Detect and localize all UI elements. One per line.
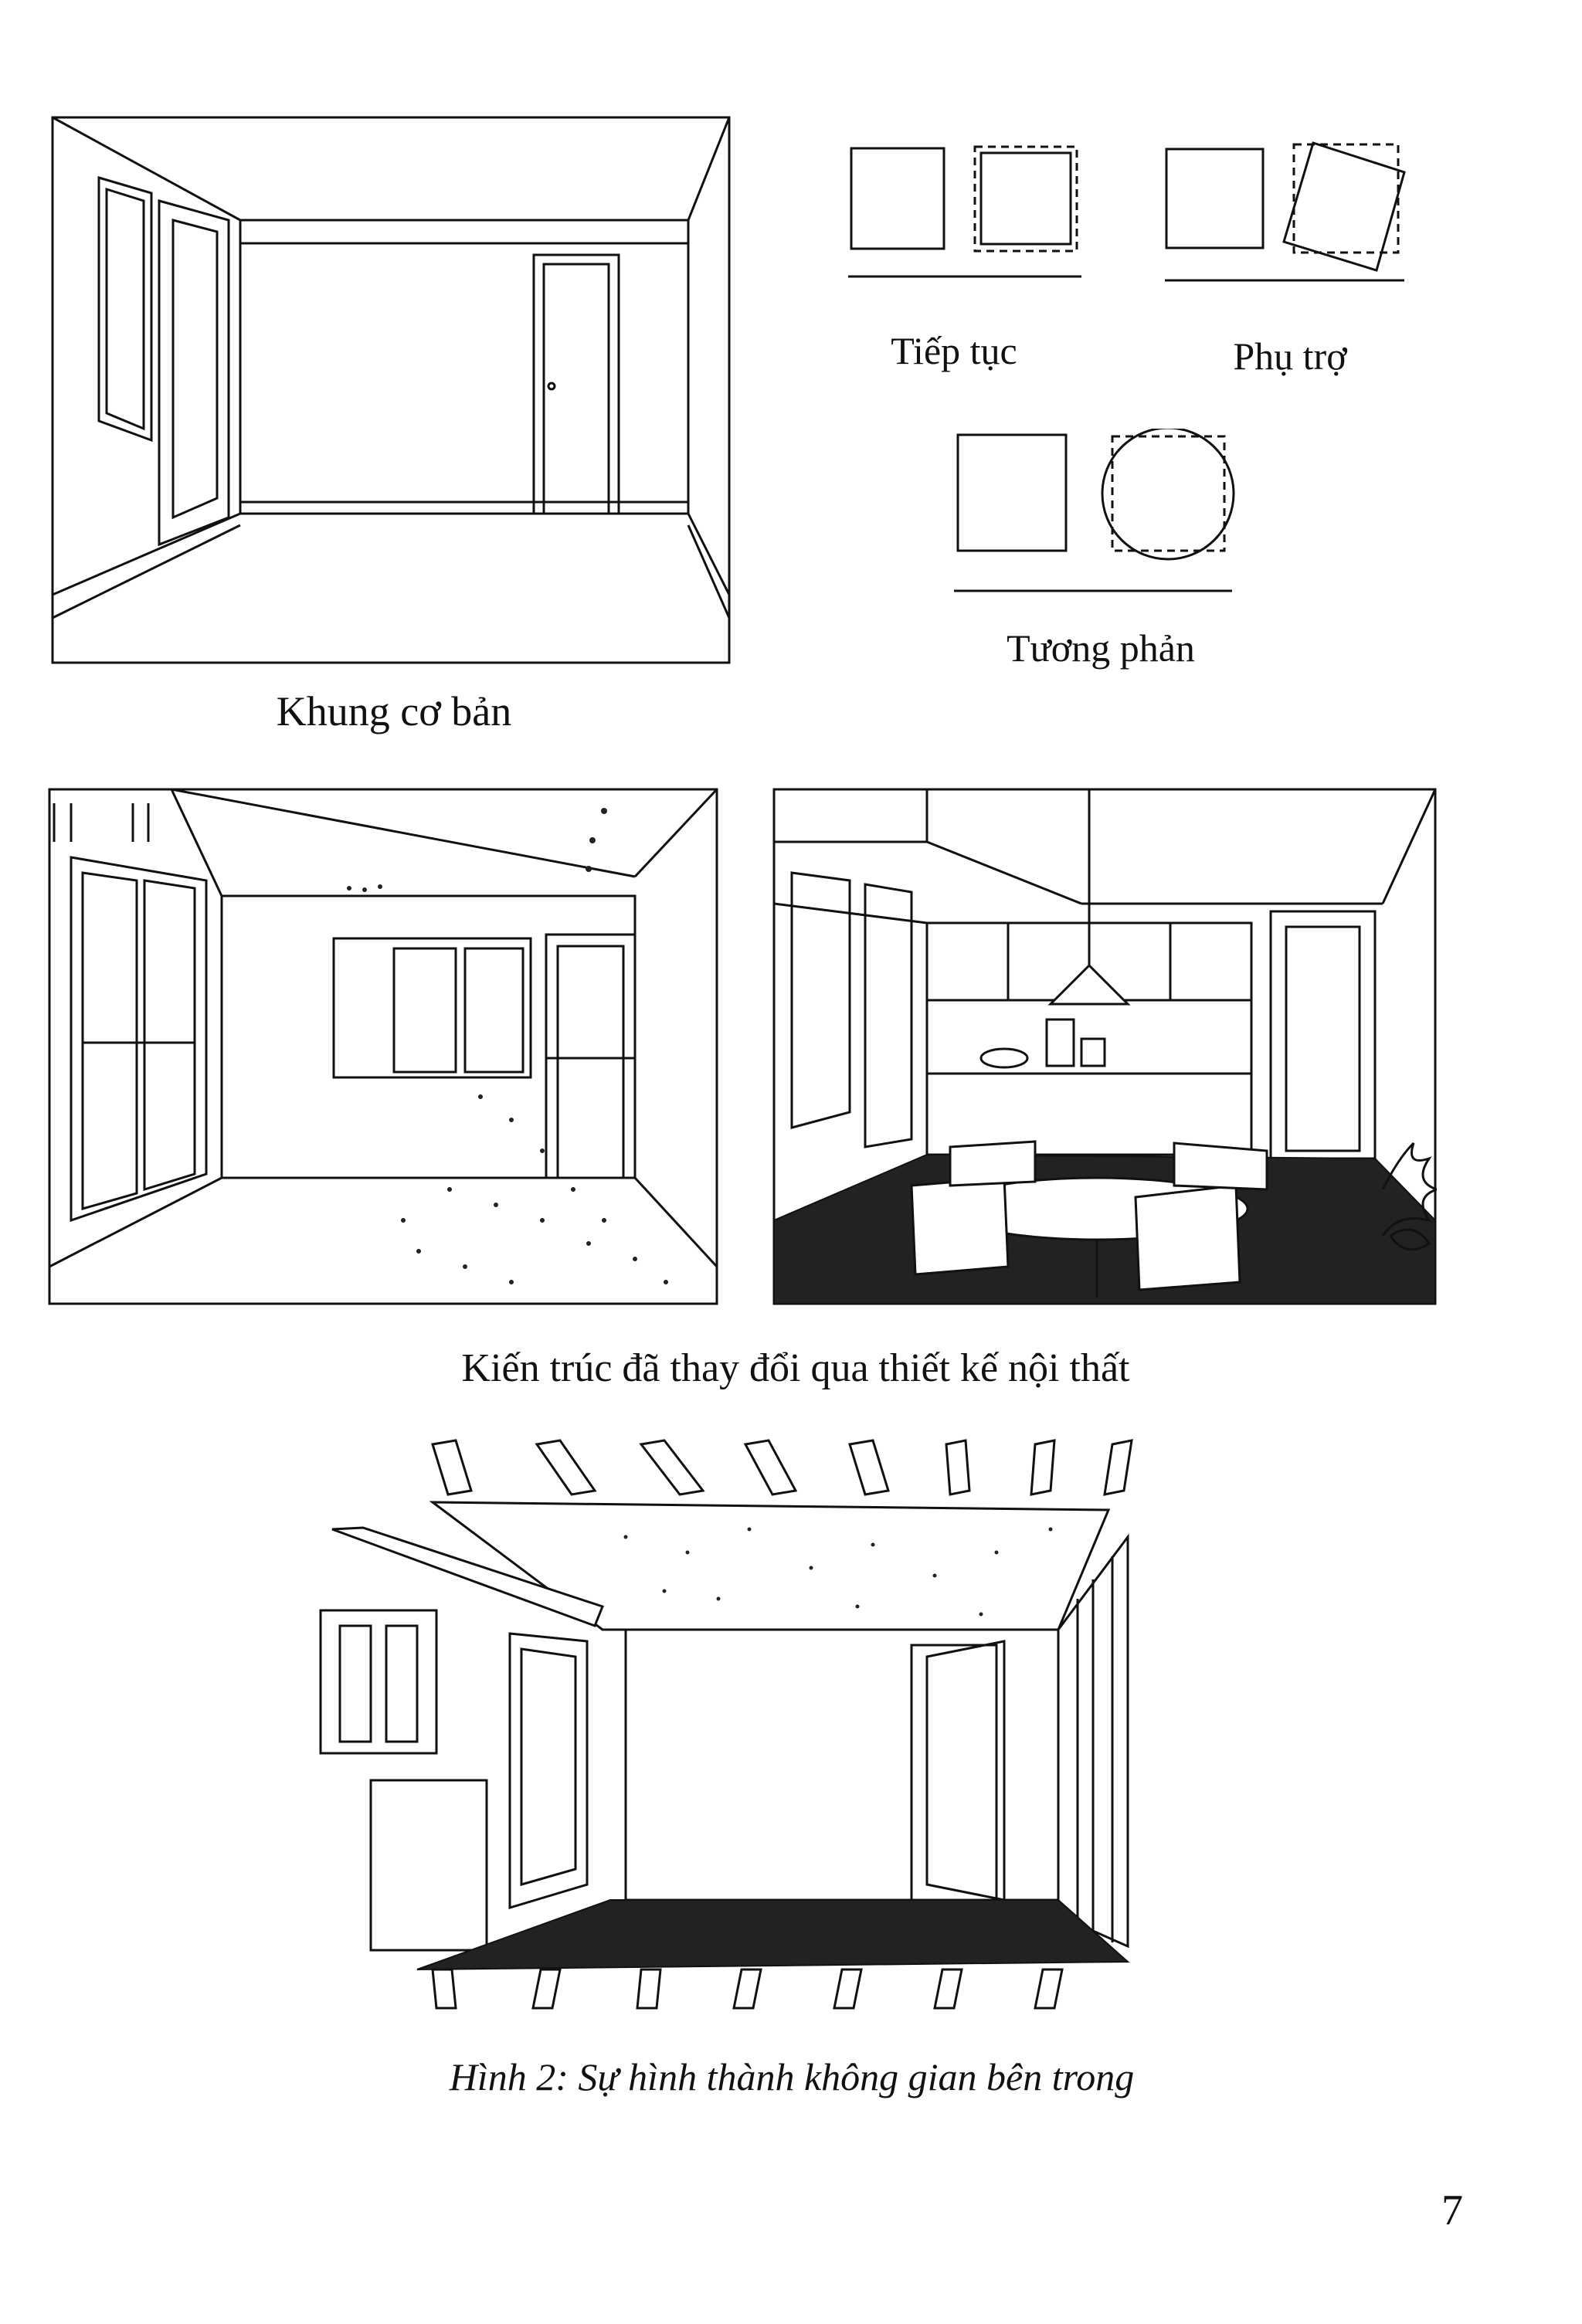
basic-frame-caption: Khung cơ bản: [276, 688, 512, 735]
supporting-label: Phụ trợ: [1233, 334, 1347, 378]
interior-hallway-illustration: [48, 788, 718, 1305]
supporting-diagram: [1165, 141, 1406, 282]
architecture-changed-caption: Kiến trúc đã thay đổi qua thiết kế nội t…: [461, 1346, 1130, 1390]
page-number: 7: [1441, 2187, 1463, 2234]
interior-construction-illustration: [319, 1439, 1133, 2010]
contrast-diagram: [954, 429, 1235, 592]
contrast-label: Tương phản: [1007, 626, 1195, 670]
figure-caption: Hình 2: Sự hình thành không gian bên tro…: [449, 2055, 1135, 2098]
interior-dining-illustration: [772, 788, 1437, 1305]
basic-room-frame-illustration: [51, 116, 731, 664]
continuation-diagram: [848, 145, 1081, 278]
continuation-label: Tiếp tục: [891, 329, 1017, 372]
